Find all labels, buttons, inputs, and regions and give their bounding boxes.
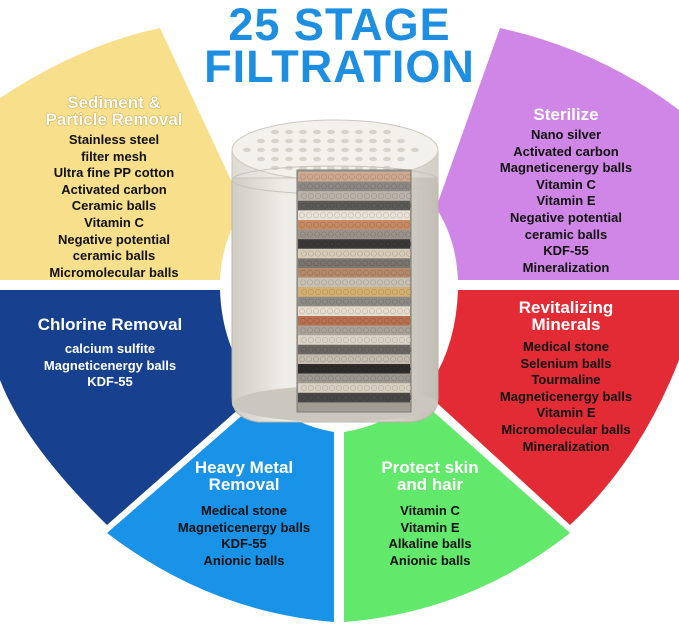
sediment-item: Ultra fine PP cotton	[53, 165, 175, 181]
sediment-heading-2: Particle Removal	[45, 110, 183, 129]
sterilize-block: Sterilize Nano silver Activated carbon M…	[466, 106, 666, 276]
skin-hair-heading-1: Protect skin	[381, 458, 479, 477]
sterilize-item: Magneticenergy balls	[499, 160, 633, 176]
sterilize-item: Vitamin E	[536, 193, 596, 209]
sediment-item: Stainless steel	[68, 132, 160, 147]
skin-hair-heading-2: and hair	[396, 475, 464, 494]
chlorine-item: calcium sulfite	[64, 341, 156, 356]
minerals-heading-1: Revitalizing	[518, 298, 614, 317]
sediment-item: Vitamin C	[84, 214, 144, 230]
sterilize-item: Nano silver	[530, 127, 602, 142]
title-line-2: FILTRATION	[204, 41, 475, 92]
heavy-metal-heading-1: Heavy Metal	[194, 458, 294, 477]
sterilize-item: KDF-55	[543, 243, 589, 259]
minerals-item: Selenium balls	[520, 355, 612, 371]
filter-cartridge-image	[231, 119, 439, 423]
skin-hair-item: Anionic balls	[389, 552, 471, 568]
sterilize-item: Mineralization	[522, 259, 610, 275]
chlorine-heading: Chlorine Removal	[37, 315, 183, 334]
title-line-1: 25 STAGE	[228, 0, 451, 50]
heavy-metal-heading-2: Removal	[208, 475, 280, 494]
minerals-item: Micromolecular balls	[501, 421, 631, 437]
sterilize-item: Negative potential	[510, 209, 622, 225]
skin-hair-item: Vitamin E	[400, 519, 460, 535]
minerals-heading-2: Minerals	[531, 315, 601, 334]
segment-sterilize	[436, 28, 679, 280]
segment-heavy-metal	[107, 398, 334, 622]
sterilize-item: Vitamin C	[536, 176, 596, 192]
sediment-block: Sediment & Particle Removal Stainless st…	[14, 94, 214, 281]
heavy-metal-item: Medical stone	[201, 503, 287, 518]
chlorine-item: KDF-55	[87, 374, 133, 390]
sediment-item: ceramic balls	[72, 248, 156, 264]
segment-skin-hair	[344, 398, 570, 622]
sterilize-item: Activated carbon	[513, 143, 619, 159]
segment-minerals	[425, 290, 679, 525]
segment-sediment	[0, 28, 244, 280]
heavy-metal-item: Anionic balls	[203, 552, 285, 568]
sediment-item: filter mesh	[81, 148, 147, 164]
sediment-item: Ceramic balls	[71, 198, 157, 214]
skin-hair-block: Protect skin and hair Vitamin C Vitamin …	[330, 459, 530, 569]
minerals-block: Revitalizing Minerals Medical stone Sele…	[466, 299, 666, 455]
minerals-item: Mineralization	[522, 438, 610, 454]
heavy-metal-item: Magneticenergy balls	[177, 519, 311, 535]
sediment-heading-1: Sediment &	[67, 93, 161, 112]
minerals-item: Medical stone	[523, 339, 609, 354]
heavy-metal-block: Heavy Metal Removal Medical stone Magnet…	[144, 459, 344, 569]
chlorine-block: Chlorine Removal calcium sulfite Magneti…	[10, 316, 210, 391]
heavy-metal-item: KDF-55	[221, 536, 267, 552]
sediment-item: Negative potential	[58, 231, 170, 247]
skin-hair-item: Alkaline balls	[388, 536, 472, 552]
minerals-item: Tourmaline	[531, 372, 601, 388]
sediment-item: Micromolecular balls	[49, 264, 179, 280]
sterilize-item: ceramic balls	[524, 226, 608, 242]
sediment-item: Activated carbon	[61, 181, 167, 197]
chlorine-item: Magneticenergy balls	[43, 357, 177, 373]
minerals-item: Magneticenergy balls	[499, 388, 633, 404]
sterilize-heading: Sterilize	[533, 105, 599, 124]
minerals-item: Vitamin E	[536, 405, 596, 421]
segment-chlorine	[0, 290, 258, 525]
skin-hair-item: Vitamin C	[400, 503, 460, 518]
